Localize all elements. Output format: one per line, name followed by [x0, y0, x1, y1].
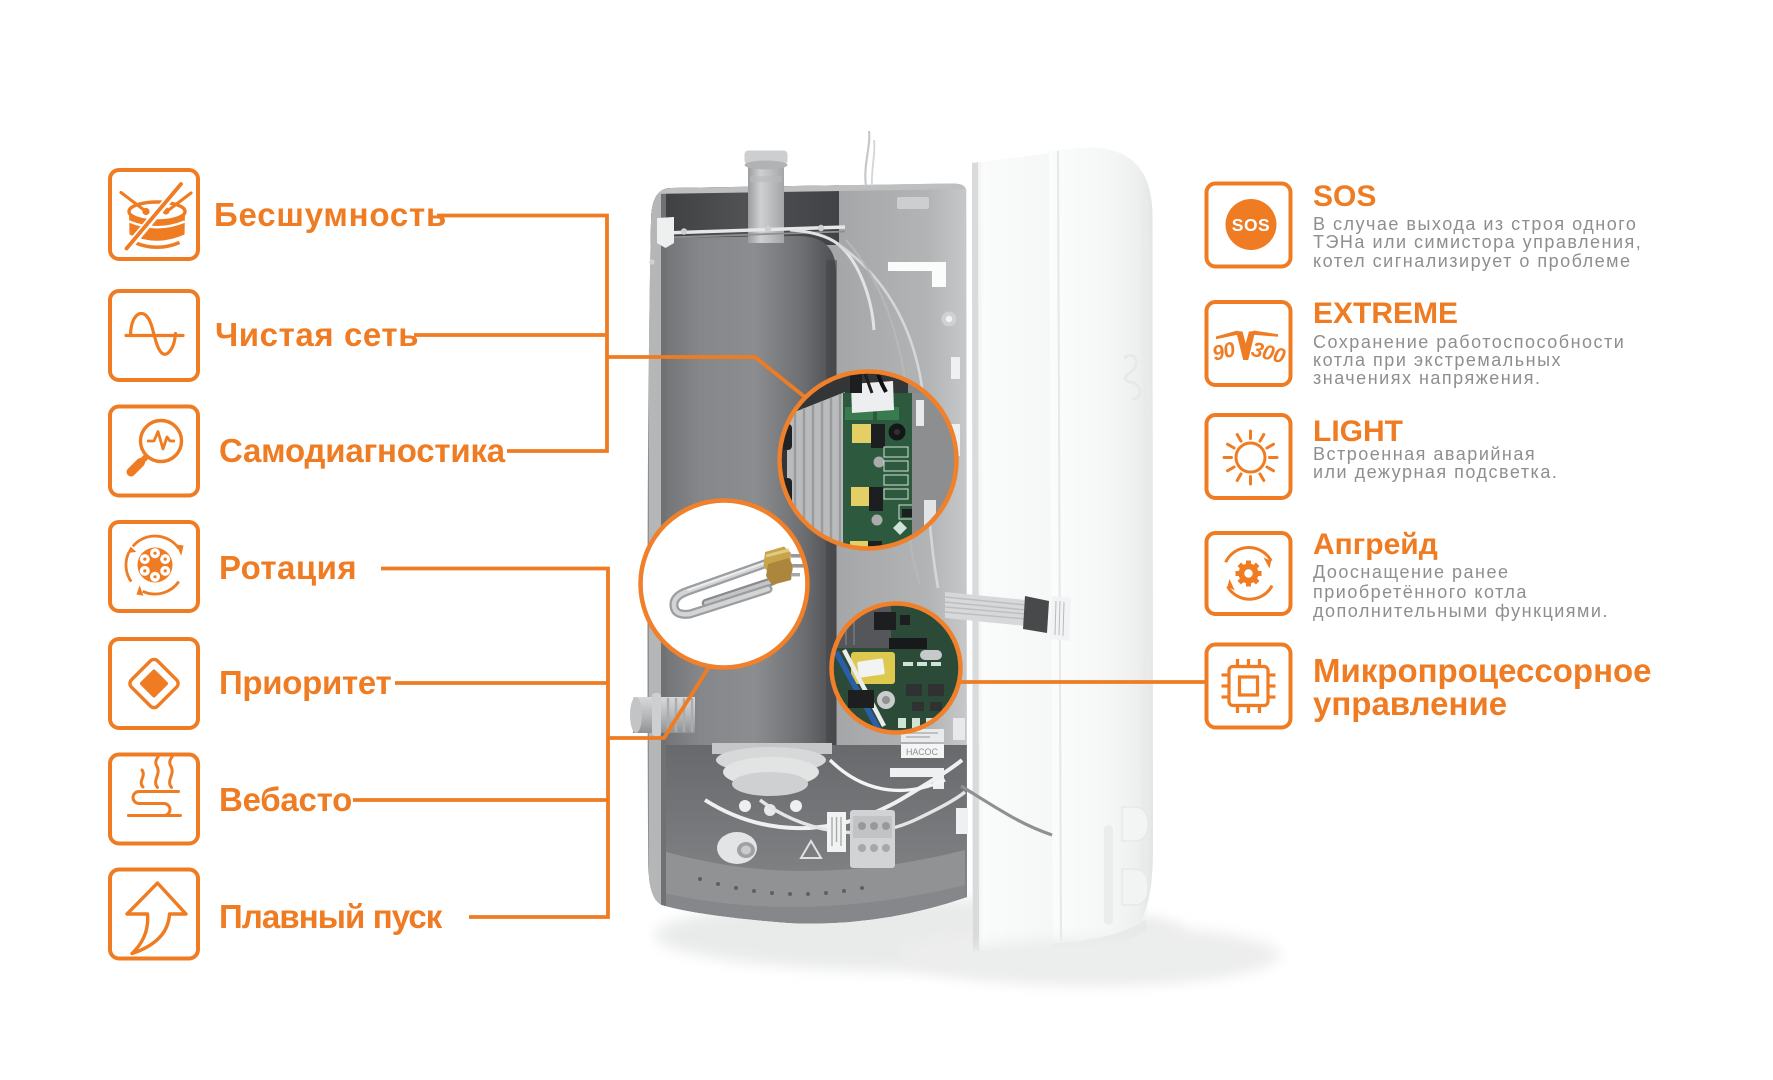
svg-text:SOS: SOS — [1232, 215, 1270, 235]
svg-text:НАСОС: НАСОС — [906, 747, 939, 757]
